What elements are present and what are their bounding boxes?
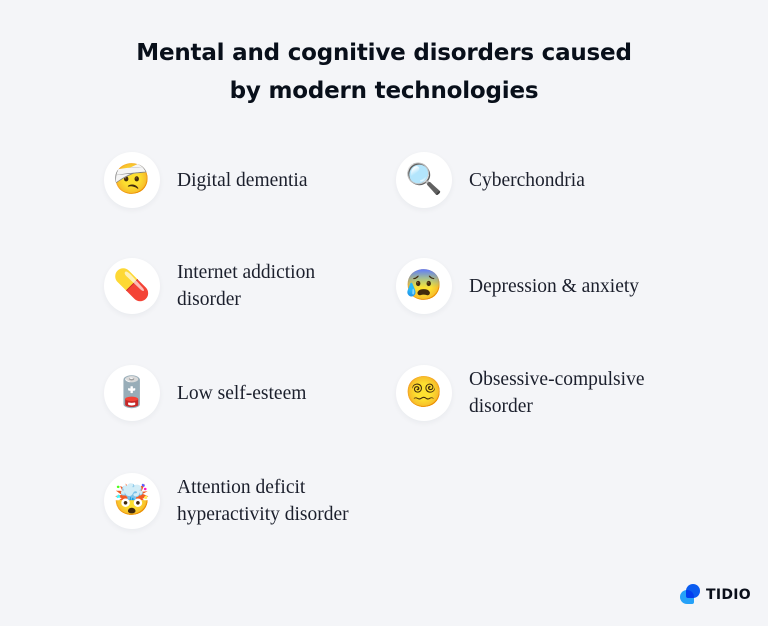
list-item-internet-addiction: 💊 Internet addiction disorder (104, 258, 394, 314)
list-item-cyberchondria: 🔍 Cyberchondria (396, 152, 686, 208)
item-label: Attention deficit hyperactivity disorder (177, 477, 349, 525)
list-item-low-self-esteem: 🪫 Low self-esteem (104, 365, 394, 421)
brand-name: TIDIO (706, 587, 751, 603)
face-with-spiral-eyes-icon: 😵‍💫 (396, 365, 452, 421)
page-title: Mental and cognitive disorders caused by… (0, 34, 768, 110)
list-item-ocd: 😵‍💫 Obsessive-compulsive disorder (396, 365, 686, 421)
list-item-depression-anxiety: 😰 Depression & anxiety (396, 258, 686, 314)
title-line-2: by modern technologies (229, 78, 539, 104)
tidio-logo-icon (680, 584, 702, 606)
item-label: Obsessive-compulsive disorder (469, 369, 645, 417)
anxious-face-with-sweat-icon: 😰 (396, 258, 452, 314)
item-label: Internet addiction disorder (177, 262, 316, 310)
tidio-logo: TIDIO (680, 583, 751, 607)
item-label: Depression & anxiety (469, 275, 640, 297)
item-label: Digital dementia (177, 169, 308, 191)
list-item-adhd: 🤯 Attention deficit hyperactivity disord… (104, 473, 394, 529)
exploding-head-icon: 🤯 (104, 473, 160, 529)
magnifying-glass-icon: 🔍 (396, 152, 452, 208)
face-with-head-bandage-icon: 🤕 (104, 152, 160, 208)
item-label: Low self-esteem (177, 382, 307, 404)
list-item-digital-dementia: 🤕 Digital dementia (104, 152, 394, 208)
pill-icon: 💊 (104, 258, 160, 314)
low-battery-icon: 🪫 (104, 365, 160, 421)
title-line-1: Mental and cognitive disorders caused (136, 40, 632, 66)
item-label: Cyberchondria (469, 169, 585, 191)
